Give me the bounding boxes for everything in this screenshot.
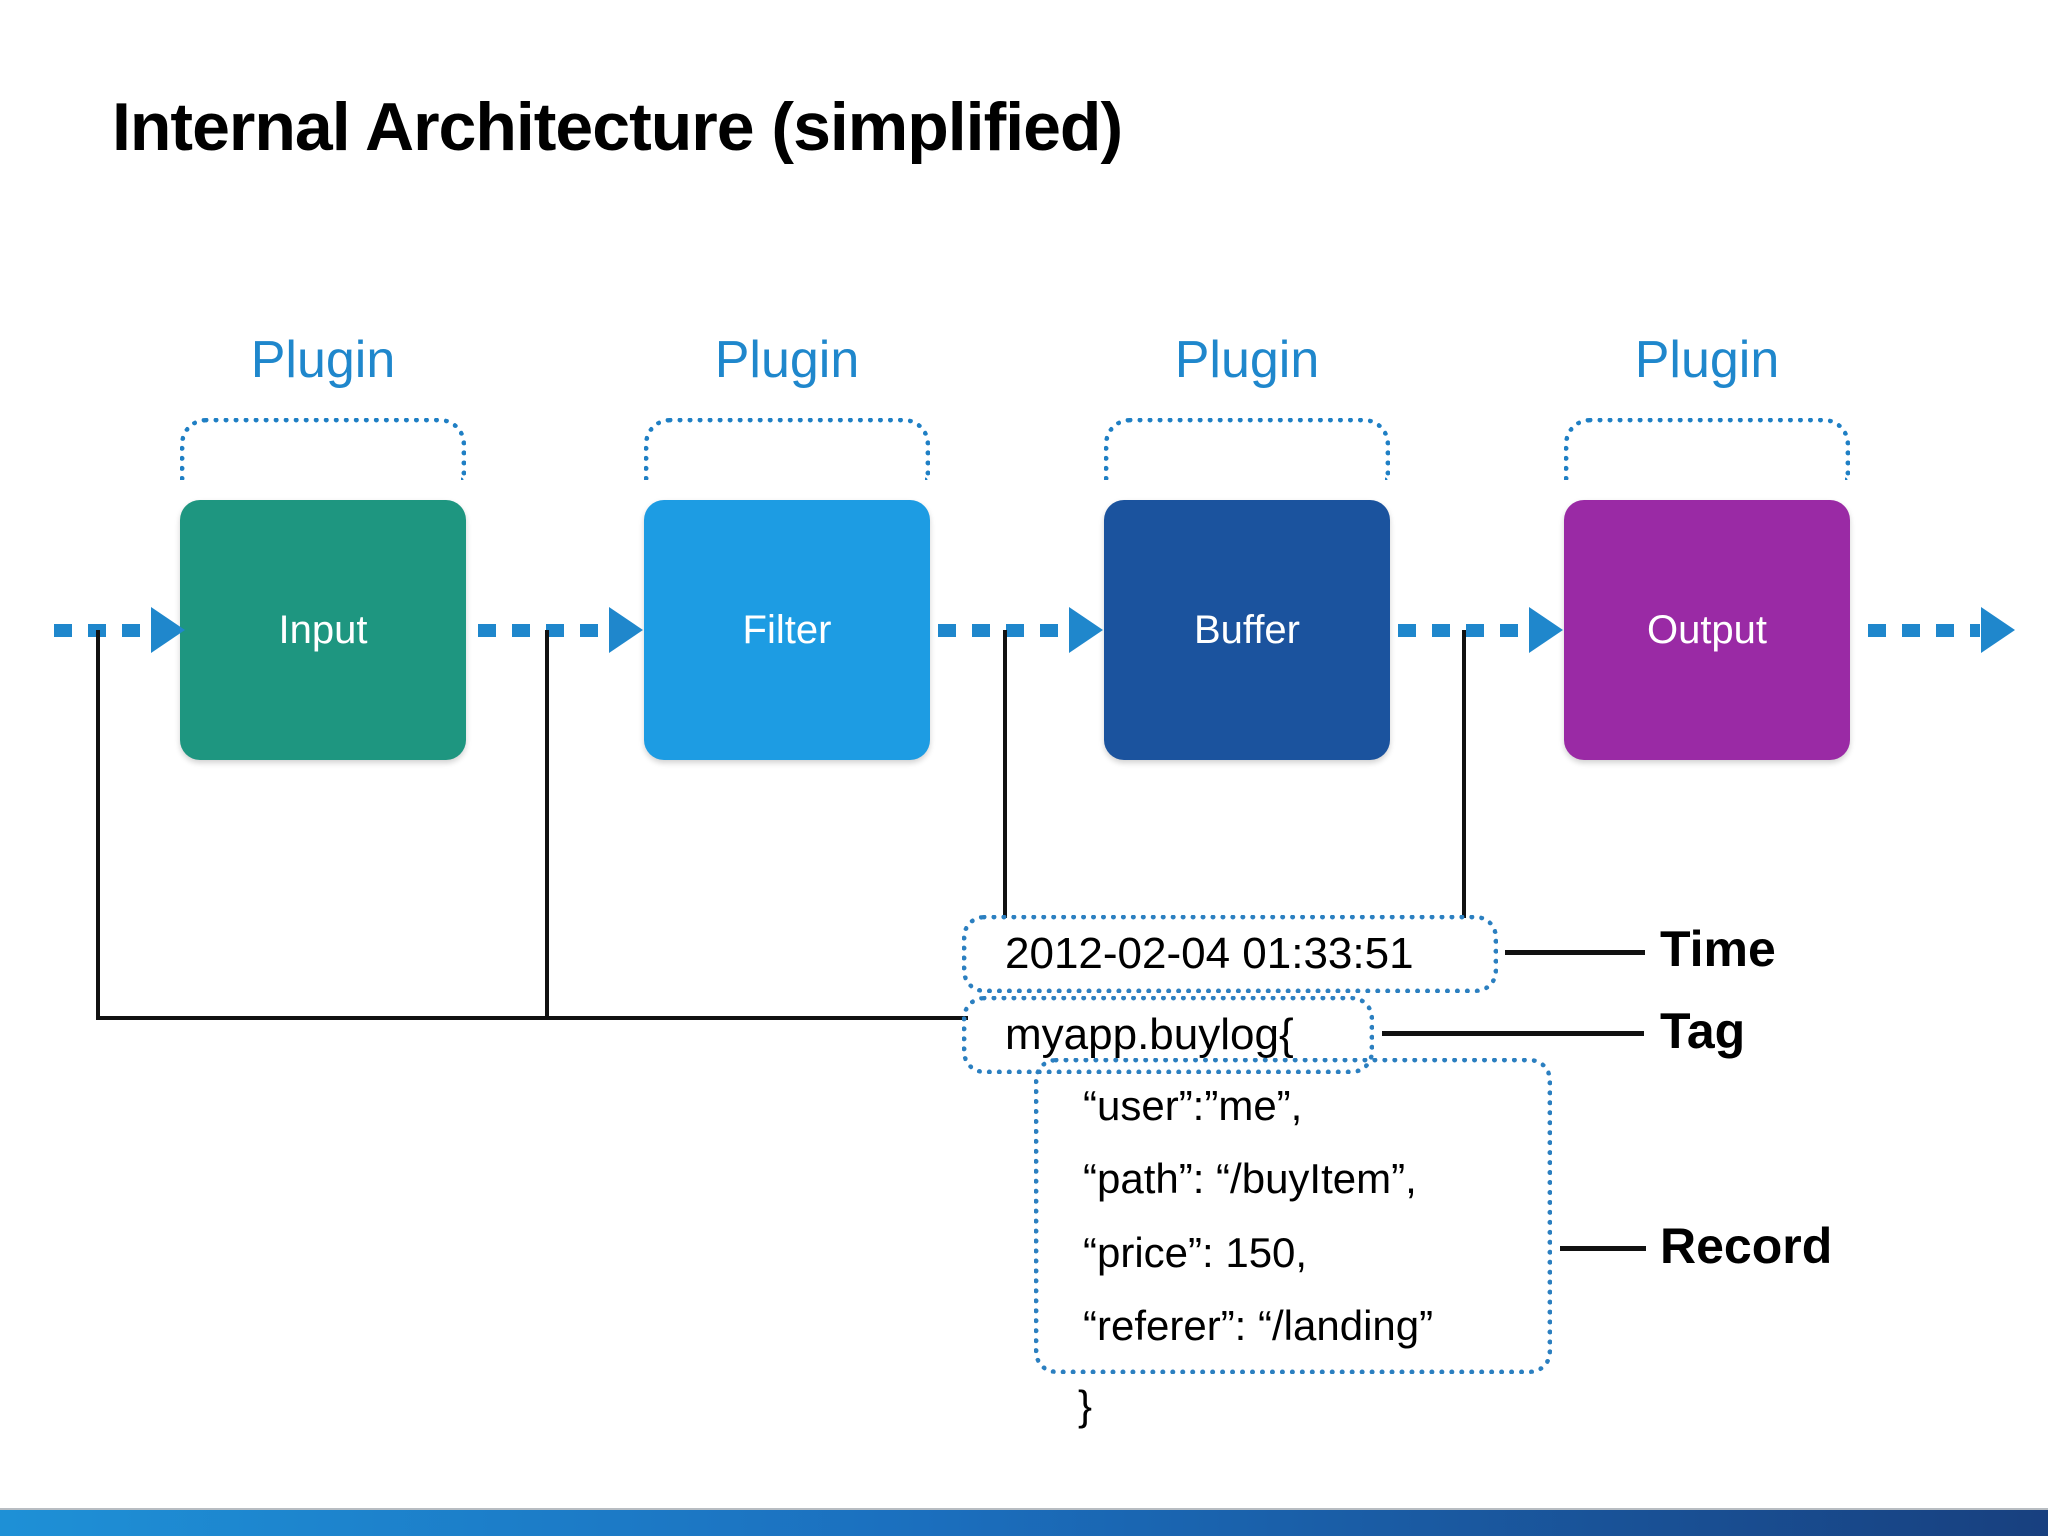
- connector-hline-tag: [96, 1016, 968, 1020]
- callout-leader-tag: [1382, 1031, 1644, 1036]
- stage-box-output[interactable]: Output: [1564, 500, 1850, 760]
- record-line-user: “user”:”me”,: [1083, 1081, 1303, 1129]
- callout-leader-time: [1505, 950, 1645, 955]
- plugin-bracket-output: [1564, 418, 1850, 480]
- stage-box-buffer[interactable]: Buffer: [1104, 500, 1390, 760]
- plugin-label-output: Plugin: [1634, 331, 1780, 389]
- record-line-price: “price”: 150,: [1083, 1228, 1308, 1276]
- connector-vline-entry: [96, 630, 100, 1020]
- flow-arrow-buffer-to-output: [1398, 607, 1563, 653]
- callout-label-record: Record: [1660, 1218, 1833, 1274]
- stage-label-input: Input: [278, 607, 368, 652]
- record-closing-brace: }: [1078, 1382, 1093, 1429]
- stage-label-filter: Filter: [742, 607, 832, 652]
- flow-arrow-filter-to-buffer: [938, 607, 1103, 653]
- event-record-box: “user”:”me”, “path”: “/buyItem”, “price”…: [1034, 1058, 1552, 1374]
- plugin-bracket-buffer: [1104, 418, 1390, 480]
- record-line-path: “path”: “/buyItem”,: [1083, 1155, 1417, 1203]
- record-line-referer: “referer”: “/landing”: [1083, 1302, 1434, 1350]
- event-time-box: 2012-02-04 01:33:51: [962, 915, 1498, 993]
- plugin-label-input: Plugin: [250, 331, 396, 389]
- callout-label-time: Time: [1660, 921, 1776, 977]
- plugin-label-filter: Plugin: [714, 331, 860, 389]
- bottom-bar-hairline: [0, 1508, 2048, 1510]
- connector-vline-filter: [1003, 630, 1007, 918]
- stage-label-buffer: Buffer: [1194, 607, 1300, 652]
- callout-leader-record: [1560, 1246, 1646, 1251]
- page-title: Internal Architecture (simplified): [112, 89, 1123, 165]
- event-tag-box: myapp.buylog{: [962, 996, 1374, 1074]
- plugin-bracket-filter: [644, 418, 930, 480]
- connector-vline-input: [545, 630, 549, 1020]
- plugin-label-buffer: Plugin: [1174, 331, 1320, 389]
- bottom-accent-bar: [0, 1510, 2048, 1536]
- stage-label-output: Output: [1646, 607, 1768, 652]
- stage-box-input[interactable]: Input: [180, 500, 466, 760]
- callout-label-tag: Tag: [1660, 1003, 1746, 1059]
- flow-arrow-exit: [1868, 607, 2015, 653]
- connector-vline-buffer: [1462, 630, 1466, 918]
- event-tag-value: myapp.buylog{: [1005, 1010, 1294, 1059]
- flow-arrow-input-to-filter: [478, 607, 643, 653]
- stage-box-filter[interactable]: Filter: [644, 500, 930, 760]
- flow-arrow-entry: [54, 607, 185, 653]
- plugin-bracket-input: [180, 418, 466, 480]
- event-time-value: 2012-02-04 01:33:51: [1005, 929, 1414, 978]
